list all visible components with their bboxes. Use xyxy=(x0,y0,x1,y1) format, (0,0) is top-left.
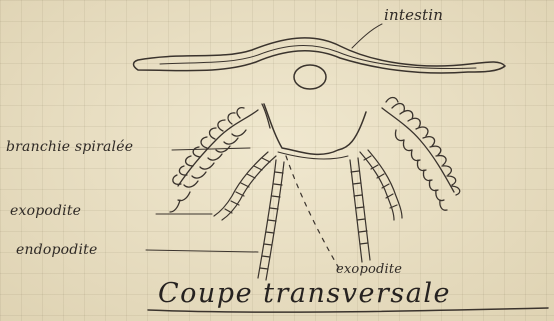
caption-coupe-transversale: Coupe transversale xyxy=(158,278,451,309)
dashed-axis xyxy=(286,156,340,270)
intestine-lumen xyxy=(294,65,326,89)
label-exopodite: exopodite xyxy=(10,203,81,219)
label-branchie-spiralee: branchie spiralée xyxy=(6,139,133,155)
branchie-pointer-line xyxy=(172,148,250,150)
left-endopodite xyxy=(258,160,284,280)
label-intestin: intestin xyxy=(384,6,443,24)
endopodite-pointer-line xyxy=(146,250,258,252)
intestin-pointer-line xyxy=(352,24,382,48)
body-section-inner xyxy=(278,152,348,159)
label-endopodite: endopodite xyxy=(16,242,97,258)
left-gill xyxy=(170,104,270,212)
label-exopodite-right: exopodite xyxy=(336,262,402,277)
right-exopodite xyxy=(360,150,402,220)
right-endopodite xyxy=(350,158,370,262)
intestine-inner-line xyxy=(160,46,476,69)
right-gill xyxy=(382,98,460,211)
left-exopodite xyxy=(214,152,276,220)
body-section xyxy=(264,104,366,154)
